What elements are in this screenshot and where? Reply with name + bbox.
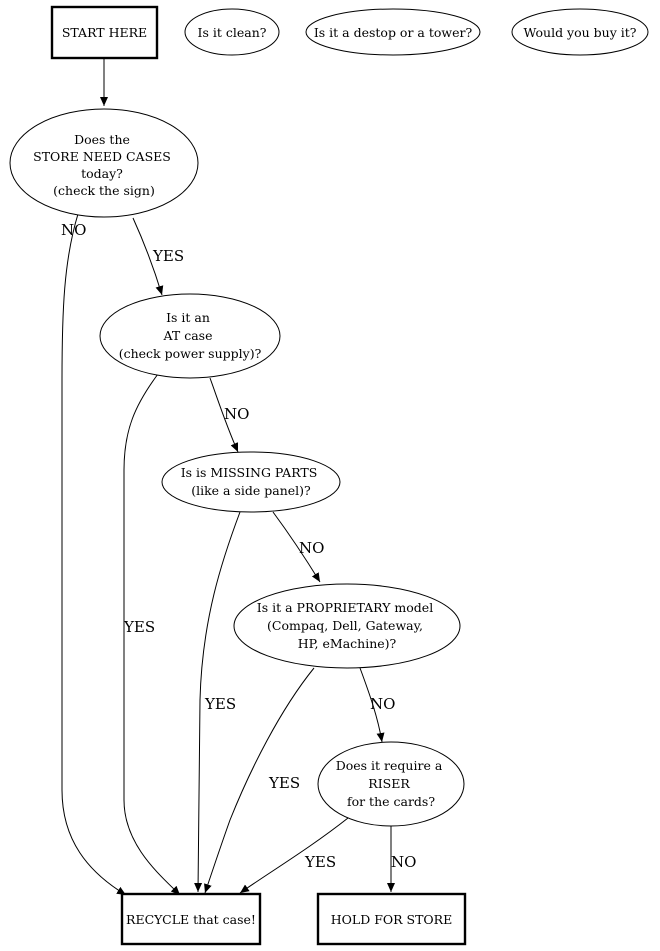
- node-desktop-or-tower: Is it a destop or a tower?: [305, 8, 481, 56]
- label-missing-yes: YES: [204, 695, 236, 713]
- label-at-case-yes: YES: [123, 618, 155, 636]
- node-is-it-clean: Is it clean?: [184, 8, 280, 56]
- node-proprietary-model: Is it a PROPRIETARY model (Compaq, Dell,…: [233, 583, 461, 669]
- node-at-case-line-1: Is it an: [166, 310, 210, 325]
- svg-text:Is it an AT case (: Is it an AT case (check power supply)?: [119, 310, 262, 361]
- edge-missing-yes: [194, 511, 241, 893]
- svg-text:Is it a destop or a tower?: Is it a destop or a tower?: [314, 25, 473, 40]
- node-hold-for-store: HOLD FOR STORE: [316, 892, 467, 946]
- node-store-need-cases-line-1: Does the: [74, 132, 130, 147]
- node-missing-parts-line-1: Is is MISSING PARTS: [181, 465, 318, 480]
- node-store-need-cases-line-4: (check the sign): [53, 183, 155, 198]
- edge-proprietary-yes: [204, 667, 315, 894]
- edge-riser-yes: [239, 817, 349, 894]
- svg-text:Is is MISSING PARTS (lik: Is is MISSING PARTS (like a side panel)?: [181, 465, 322, 498]
- node-store-need-cases-line-2: STORE NEED CASES: [33, 149, 171, 164]
- node-would-you-buy: Would you buy it?: [511, 8, 649, 56]
- label-proprietary-no: NO: [370, 695, 395, 713]
- label-need-cases-no: NO: [61, 221, 86, 239]
- label-at-case-no: NO: [224, 405, 249, 423]
- svg-text:Does the STORE NEED CASE: Does the STORE NEED CASES today? (check …: [33, 132, 175, 198]
- edge-need-cases-no: [61, 213, 127, 896]
- node-store-need-cases: Does the STORE NEED CASES today? (check …: [9, 108, 199, 218]
- node-store-need-cases-line-3: today?: [81, 166, 123, 181]
- node-desktop-or-tower-line: Is it a destop or a tower?: [314, 25, 473, 40]
- label-proprietary-yes: YES: [268, 774, 300, 792]
- node-riser-line-1: Does it require a: [336, 758, 443, 773]
- node-hold-for-store-line: HOLD FOR STORE: [331, 912, 452, 927]
- label-need-cases-yes: YES: [152, 247, 184, 265]
- edge-proprietary-no: [359, 667, 385, 743]
- label-missing-no: NO: [299, 539, 324, 557]
- svg-text:START HERE: START HERE: [62, 25, 147, 40]
- node-is-it-clean-line: Is it clean?: [198, 25, 267, 40]
- node-recycle: RECYCLE that case!: [120, 892, 262, 946]
- node-at-case-line-3: (check power supply)?: [119, 346, 262, 361]
- node-proprietary-model-line-2: (Compaq, Dell, Gateway,: [267, 618, 423, 633]
- node-start-here-line: START HERE: [62, 25, 147, 40]
- svg-text:HOLD FOR STORE: HOLD FOR STORE: [331, 912, 452, 927]
- node-riser-line-2: RISER: [368, 776, 410, 791]
- svg-text:RECYCLE that case!: RECYCLE that case!: [126, 912, 256, 927]
- node-missing-parts-line-2: (like a side panel)?: [191, 483, 311, 498]
- node-at-case: Is it an AT case (check power supply)?: [99, 293, 281, 379]
- edge-at-case-no: [209, 377, 239, 453]
- edge-need-cases-yes: [132, 217, 164, 296]
- node-proprietary-model-line-1: Is it a PROPRIETARY model: [257, 600, 433, 615]
- node-riser-line-3: for the cards?: [347, 794, 435, 809]
- node-recycle-line: RECYCLE that case!: [126, 912, 256, 927]
- svg-text:Does it require a RISER: Does it require a RISER for the cards?: [336, 758, 447, 809]
- node-start-here: START HERE: [50, 5, 159, 60]
- label-riser-yes: YES: [304, 853, 336, 871]
- node-missing-parts: Is is MISSING PARTS (like a side panel)?: [161, 451, 341, 513]
- edge-missing-no: [272, 511, 321, 583]
- svg-text:Is it clean?: Is it clean?: [198, 25, 267, 40]
- node-riser: Does it require a RISER for the cards?: [317, 741, 465, 827]
- node-at-case-line-2: AT case: [163, 328, 213, 343]
- node-proprietary-model-line-3: HP, eMachine)?: [298, 636, 397, 651]
- svg-text:Is it a PROPRIETARY model: Is it a PROPRIETARY model (Compaq, Dell,…: [257, 600, 437, 651]
- node-would-you-buy-line: Would you buy it?: [524, 25, 637, 40]
- edge-at-case-yes: [123, 373, 181, 896]
- label-riser-no: NO: [391, 853, 416, 871]
- svg-text:Would you buy it?: Would you buy it?: [524, 25, 637, 40]
